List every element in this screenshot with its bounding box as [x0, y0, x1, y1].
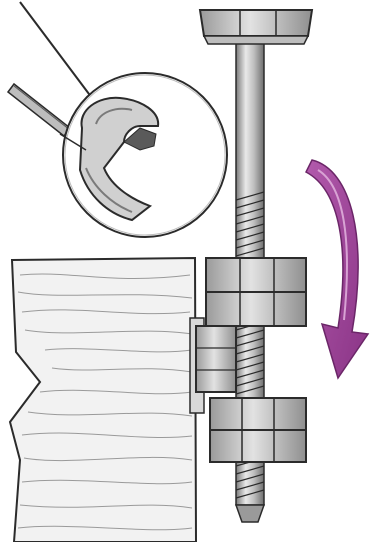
lower-nut-top: [210, 398, 306, 430]
wood-block: [10, 258, 204, 542]
magnified-wrench-icon: [60, 73, 227, 237]
bolt-head: [200, 10, 312, 44]
lower-nut-bottom: [210, 430, 306, 462]
upper-nut-bottom: [206, 292, 306, 326]
lower-nut-pair: [210, 398, 306, 462]
wood-side-nut: [196, 326, 236, 392]
upper-nut-pair: [206, 258, 306, 326]
upper-nut-top: [206, 258, 306, 292]
